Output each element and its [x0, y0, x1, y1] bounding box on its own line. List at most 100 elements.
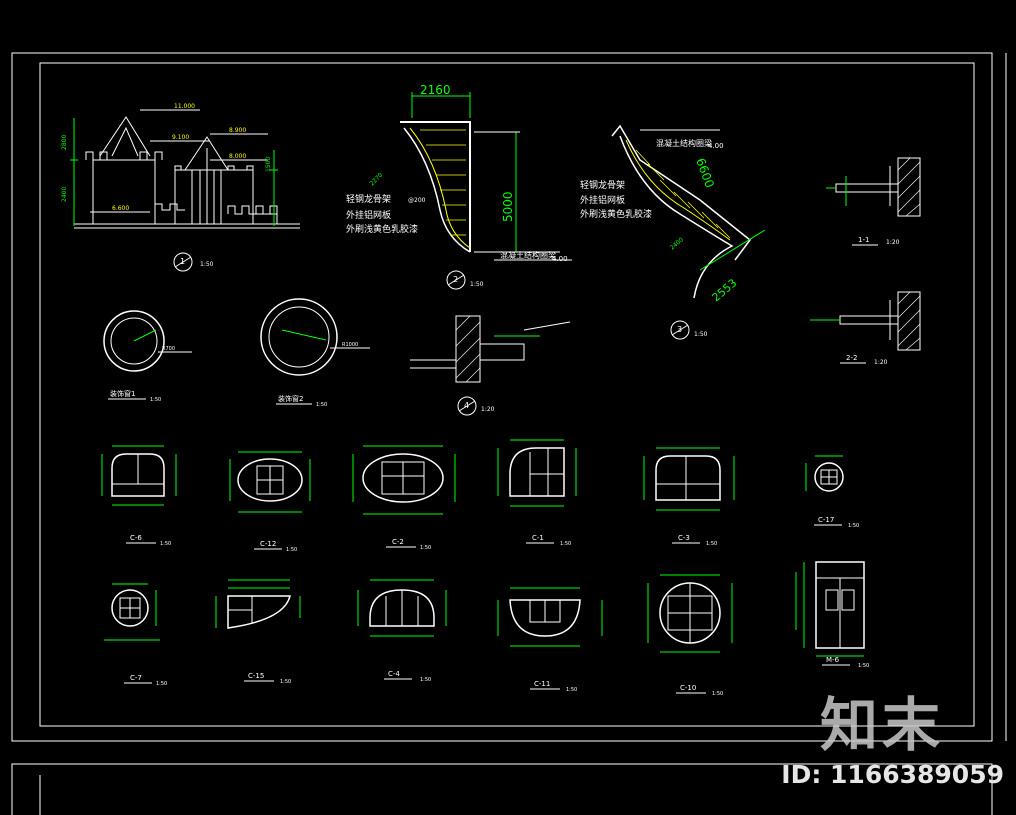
window-scale: 1:50: [150, 397, 161, 403]
bracket: [835, 183, 899, 193]
window-c3: [643, 447, 735, 511]
dims: [647, 574, 733, 653]
section-label: 2-2: [846, 354, 857, 362]
window-label: C-12: [260, 540, 276, 548]
detail-3-section: [611, 124, 766, 299]
left-tower-roof-inner: [111, 126, 139, 157]
window-label: C-6: [130, 534, 142, 542]
dims: [497, 587, 603, 647]
dims: [104, 583, 160, 641]
note-text: 外挂铝网板: [580, 194, 625, 206]
right-battlement-top: [174, 165, 254, 171]
dims: [229, 451, 311, 513]
section-scale: 1:20: [886, 239, 900, 246]
outer-frame: [11, 52, 993, 742]
section-2-2: [810, 291, 921, 351]
note-text: 外刷浅黄色乳胶漆: [580, 208, 652, 220]
dims: [352, 445, 456, 515]
window-label: C-1: [532, 534, 544, 542]
round-window-1-texts: R700 装饰窗1 1:50: [108, 346, 175, 403]
window-scale: 1:50: [316, 402, 327, 408]
window-scale: 1:50: [156, 681, 167, 687]
detail-tag-slash: [174, 256, 192, 268]
window-c10: [647, 574, 733, 653]
main-elevation-texts: 11.000 9.100 8.900 8.000 6.600 2800 2400…: [61, 103, 272, 212]
dim-label: 2400: [61, 187, 68, 202]
window-frame: [814, 462, 844, 492]
window-c12: [229, 451, 311, 513]
window-frame: [111, 589, 149, 627]
note-text: 轻钢龙骨架: [580, 179, 625, 191]
detail-scale: 1:50: [694, 331, 708, 338]
window-scale: 1:50: [848, 523, 859, 529]
window-c7: [104, 583, 160, 641]
note-text: 外挂铝网板: [346, 209, 391, 221]
dim-label: 6600: [693, 156, 717, 189]
detail-tag-1: 1 1:50: [173, 252, 214, 272]
elev-label: 4.00: [708, 142, 724, 150]
curved-surface: [403, 127, 471, 253]
mid-battlement: [154, 203, 185, 211]
dim-diag: [699, 229, 766, 271]
dims: [357, 579, 447, 637]
outer-ring: [260, 298, 338, 376]
wall-hatch: [897, 157, 921, 217]
note-text: 轻钢龙骨架: [346, 193, 391, 205]
detail-scale: 1:20: [481, 406, 495, 413]
right-spire: [184, 136, 229, 171]
dim-label: 2800: [61, 135, 68, 150]
detail-3-texts: 混凝土结构圈梁 4.00 6600 2553 2400 轻钢龙骨架 外挂铝网板 …: [580, 138, 739, 304]
detail-tag-slash: [447, 274, 465, 286]
detail-4-section: [410, 315, 571, 383]
watermark-id: ID: 1166389059: [781, 760, 1004, 789]
window-label: 装饰窗2: [278, 394, 303, 403]
window-frame: [227, 595, 291, 629]
window-c17: [805, 455, 844, 492]
window-c2: [352, 445, 456, 515]
detail-tag-number: 4: [464, 401, 469, 410]
elev-label: 8.900: [229, 127, 246, 134]
round-window-2-texts: R1000 装饰窗2 1:50: [276, 342, 358, 408]
inner-frame: [39, 62, 975, 727]
detail-tag-3: 3 1:50: [670, 320, 708, 340]
window-scale: 1:50: [286, 547, 297, 553]
sheet-frames: [11, 52, 1007, 815]
dim-label: 2270: [368, 172, 384, 188]
left-tower-roof: [99, 116, 151, 157]
dims: [795, 562, 864, 657]
wall-hatch: [455, 315, 481, 383]
dim-label: R700: [162, 346, 175, 352]
window-frame: [509, 447, 565, 497]
window-label: C-4: [388, 670, 400, 678]
window-label: C-2: [392, 538, 404, 546]
window-scale: 1:50: [420, 545, 431, 551]
panel: [825, 589, 839, 611]
detail-scale: 1:50: [200, 261, 214, 268]
inner-ring: [110, 317, 158, 365]
curved-surface-inner: [625, 139, 731, 241]
elev-label: 11.000: [174, 103, 195, 110]
window-label: C-3: [678, 534, 690, 542]
dims: [215, 579, 301, 628]
left-tower-body: [92, 159, 156, 225]
window-label: C-7: [130, 674, 142, 682]
window-frame: [237, 458, 303, 502]
concrete-outline: [611, 124, 752, 261]
elev-label: 6.600: [112, 205, 129, 212]
elev-label: 8.000: [229, 153, 246, 160]
detail-tag-number: 1: [180, 257, 185, 266]
radius-line: [281, 329, 327, 341]
section-2-2-label: 2-2 1:20: [840, 354, 888, 366]
window-label: C-10: [680, 684, 696, 692]
watermark-logo: 知末: [819, 691, 944, 759]
elevation-markers: [90, 109, 268, 213]
section-1-1-label: 1-1 1:20: [852, 236, 900, 246]
window-scale: 1:50: [280, 679, 291, 685]
window-scale: 1:50: [706, 541, 717, 547]
detail-tag-number: 3: [677, 325, 682, 334]
round-window-1: [103, 310, 192, 372]
window-c11: [497, 587, 603, 647]
window-scale: 1:50: [712, 691, 723, 697]
radius-line: [133, 329, 157, 342]
